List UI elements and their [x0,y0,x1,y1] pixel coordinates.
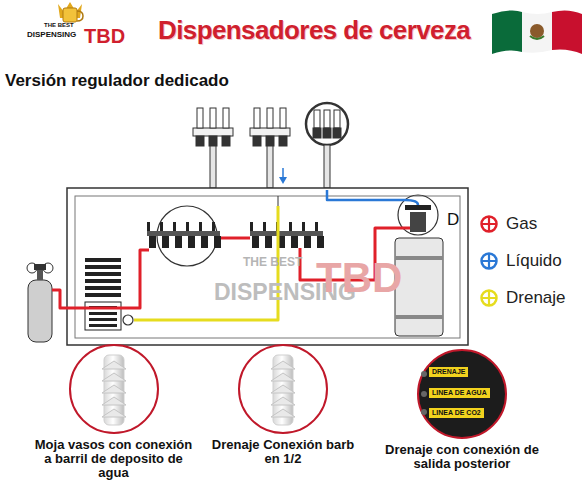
barb-rib [271,409,295,417]
watermark: THE BEST [243,256,302,269]
circle-outline [418,350,506,438]
legend-swatch [479,251,499,271]
barb-rib [102,373,126,381]
legend-row: Líquido [479,251,562,271]
tag-label: LINEA DE CO2 [429,408,484,418]
circle-outline [70,345,158,433]
mexican-flag [492,10,582,54]
divider [278,196,279,206]
callout-circle [68,343,160,435]
barb-rib [271,361,295,369]
swatch-cross [481,290,497,306]
barb-rib [102,385,126,393]
callout-caption: Drenaje con conexión de salida posterior [367,443,557,471]
part-letter: D [447,211,459,230]
logo-text: TBD [84,25,125,47]
beer-towers [193,103,348,188]
logo-mark [58,2,83,22]
photo-callout: Moja vasos con conexión a barril de depo… [31,343,196,480]
legend-row: Drenaje [479,288,566,308]
swatch-ring [482,291,497,306]
callout-circle [237,343,329,435]
watermark: TBD [316,255,402,301]
barb-rib [271,385,295,393]
legend-row: Gas [479,214,537,234]
port [421,391,427,397]
tag-label: LINEA DE AGUA [429,388,490,398]
cabinet-inner [75,196,460,338]
manifold-valves [147,222,324,248]
tag-label: DRENAJE [429,367,468,377]
swatch-ring [482,217,497,232]
co2-tank [27,263,53,342]
circle-outline [239,345,327,433]
page-title: Dispensadores de cerveza [158,16,470,45]
barb-rib [102,409,126,417]
legend-text: Gas [506,214,537,234]
vent [85,258,121,330]
photo-callout: Drenaje Conexión barb en 1/2 [208,343,358,466]
port [421,371,427,377]
swatch-cross [481,216,497,232]
subtitle: Versión regulador dedicado [5,72,229,91]
barb-rib [271,397,295,405]
callout-caption: Drenaje Conexión barb en 1/2 [208,438,358,466]
barb-rib [271,373,295,381]
port [421,409,427,415]
callout-caption: Moja vasos con conexión a barril de depo… [31,438,196,480]
photo-callout: Drenaje con conexión de salida posterior… [367,348,557,471]
legend-text: Líquido [506,251,562,271]
legend-swatch [479,288,499,308]
lines [52,168,418,325]
logo-text: DISPENSING [27,31,76,40]
legend-text: Drenaje [506,288,566,308]
barb-rib [102,361,126,369]
barb-rib [102,397,126,405]
swatch-ring [482,254,497,269]
logo-text: THE BEST [44,22,74,29]
legend-swatch [479,214,499,234]
swatch-cross [481,253,497,269]
cabinet [67,188,468,345]
